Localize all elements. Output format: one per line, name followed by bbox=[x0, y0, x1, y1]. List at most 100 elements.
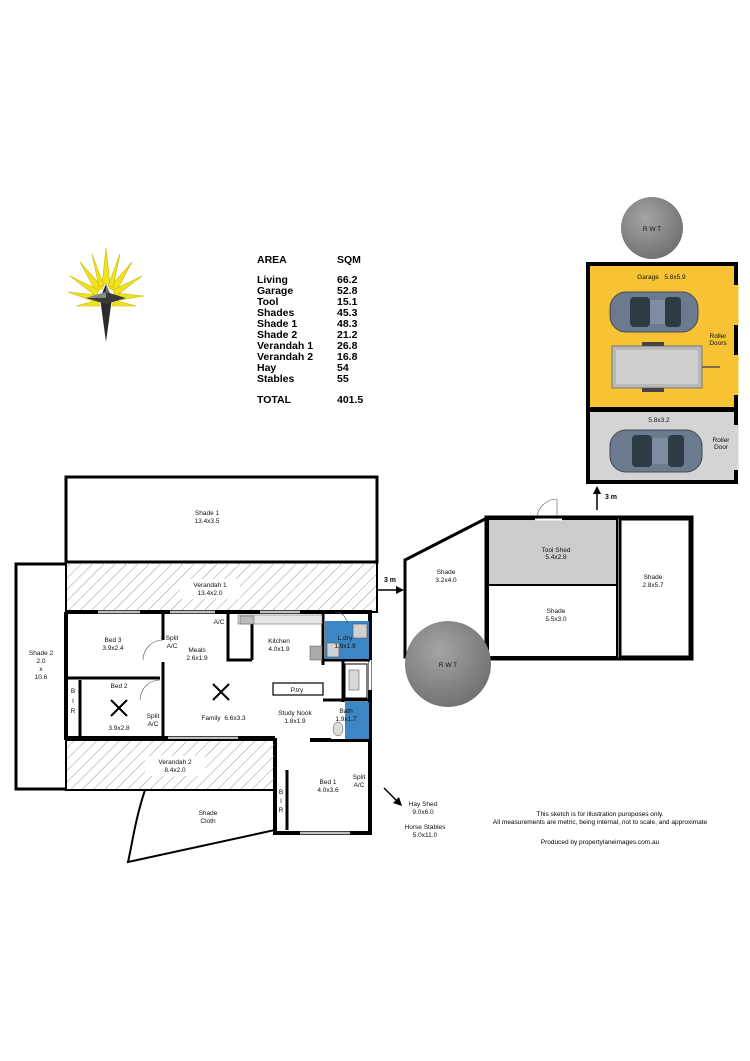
shade-cloth-l2: Cloth bbox=[200, 818, 216, 825]
shade-1-dims: 13.4x3.5 bbox=[195, 518, 220, 525]
meals-dims: 2.6x1.9 bbox=[186, 655, 208, 662]
car-icon bbox=[609, 291, 699, 333]
bed-1-dims: 4.0x3.6 bbox=[317, 787, 339, 794]
area-row-name: Tool bbox=[257, 296, 279, 308]
arrow-down-right-icon bbox=[383, 787, 402, 806]
sqm-header: SQM bbox=[337, 254, 361, 266]
area-row: Tool 15.1 bbox=[257, 297, 377, 308]
gap-3m-garage: 3 m bbox=[605, 494, 617, 501]
bed-3-split-ac-2: A/C bbox=[167, 643, 178, 650]
bed-1-split-ac-2: A/C bbox=[354, 782, 365, 789]
carport-dims: 5.8x3.2 bbox=[648, 417, 670, 424]
carport-door-l1: Roller bbox=[713, 437, 731, 444]
area-row-value: 15.1 bbox=[337, 296, 358, 308]
shade-2-l3: 10.6 bbox=[35, 674, 48, 681]
shade-b-label: Shade bbox=[547, 608, 566, 615]
bed-2-split-ac-1: Split bbox=[147, 713, 160, 720]
study-label: Study Nook bbox=[278, 710, 312, 717]
bath-room bbox=[345, 702, 369, 739]
area-row-name: Shade 1 bbox=[257, 318, 298, 330]
shade-2-l2: x bbox=[39, 666, 43, 673]
compass-icon bbox=[67, 247, 145, 342]
water-tank-mid bbox=[405, 621, 491, 707]
disclaimer: This sketch is for illustration puropose… bbox=[470, 811, 730, 847]
bed-1-label: Bed 1 bbox=[320, 779, 337, 786]
shade-cloth-l1: Shade bbox=[199, 810, 218, 817]
area-row-value: 54 bbox=[337, 362, 349, 374]
ceiling-fan-icon bbox=[212, 683, 230, 701]
bath-dims: 1.9x1.7 bbox=[335, 716, 357, 723]
bed-3-split-ac-1: Split bbox=[166, 635, 179, 642]
disclaimer-line-2: All measurements are metric, being inter… bbox=[492, 819, 708, 826]
verandah-2-dims: 8.4x2.0 bbox=[164, 767, 186, 774]
pantry bbox=[272, 682, 324, 696]
bed-2-label: Bed 2 bbox=[111, 683, 128, 690]
bed-2-dims: 3.9x2.8 bbox=[108, 725, 130, 732]
gap-3m-left: 3 m bbox=[384, 577, 396, 584]
rwt-top-label: R W T bbox=[643, 226, 661, 233]
shade-1-room bbox=[64, 475, 379, 564]
ac-label: A/C bbox=[214, 619, 225, 626]
area-row-value: 26.8 bbox=[337, 340, 358, 352]
shade-2-label: Shade 2 bbox=[29, 650, 54, 657]
ceiling-fan-icon bbox=[110, 699, 128, 717]
area-row-value: 52.8 bbox=[337, 285, 358, 297]
area-row-name: Living bbox=[257, 274, 288, 286]
bed-2-bir-2: I bbox=[72, 698, 74, 705]
total-label: TOTAL bbox=[257, 394, 292, 406]
area-row-name: Stables bbox=[257, 373, 295, 385]
shade-c-room bbox=[618, 517, 692, 659]
hay-shed-label: Hay Shed bbox=[409, 801, 438, 808]
shade-2-room bbox=[14, 562, 66, 791]
garage-door-l1: Roller bbox=[710, 333, 728, 340]
shade-a-dims: 3.2x4.0 bbox=[435, 577, 457, 584]
area-row-value: 55 bbox=[337, 373, 349, 385]
water-tank-top bbox=[621, 197, 683, 259]
total-value: 401.5 bbox=[337, 394, 364, 406]
bed-2-bir-1: B bbox=[71, 688, 75, 695]
area-row-value: 45.3 bbox=[337, 307, 358, 319]
shade-c-label: Shade bbox=[644, 574, 663, 581]
credit-line: Produced by propertylaneimages.com.au bbox=[540, 839, 660, 846]
shade-1-label: Shade 1 bbox=[195, 510, 220, 517]
shade-c-dims: 2.8x5.7 bbox=[642, 582, 664, 589]
shade-b-room bbox=[487, 584, 618, 658]
bed-1-bir-2: I bbox=[280, 798, 282, 805]
verandah-1-dims: 13.4x2.0 bbox=[198, 590, 223, 597]
area-row-value: 16.8 bbox=[337, 351, 358, 363]
area-total-row: TOTAL 401.5 bbox=[257, 395, 377, 406]
shade-a-label: Shade bbox=[437, 569, 456, 576]
carport-door-l2: Door bbox=[714, 444, 729, 451]
area-row: Hay 54 bbox=[257, 363, 377, 374]
tool-shed-label: Tool Shed bbox=[542, 547, 571, 554]
meals-label: Meals bbox=[188, 647, 206, 654]
area-row: Shade 1 48.3 bbox=[257, 319, 377, 330]
family-label: Family bbox=[201, 715, 221, 722]
bath-label: Bath bbox=[339, 708, 353, 715]
kitchen-dims: 4.0x1.9 bbox=[268, 646, 290, 653]
bed-1-bir-1: B bbox=[279, 789, 283, 796]
stables-dims: 5.0x11.0 bbox=[413, 832, 438, 839]
garage-door-l2: Doors bbox=[709, 340, 727, 347]
area-row-name: Hay bbox=[257, 362, 277, 374]
trailer-icon bbox=[611, 342, 720, 392]
pantry-label: P.try bbox=[291, 687, 304, 694]
verandah-2-label: Verandah 2 bbox=[158, 759, 192, 766]
laundry-dims: 1.9x1.9 bbox=[334, 643, 356, 650]
area-row-value: 66.2 bbox=[337, 274, 358, 286]
area-row-value: 21.2 bbox=[337, 329, 358, 341]
bed-3-dims: 3.9x2.4 bbox=[102, 645, 124, 652]
shade-2-l1: 2.0 bbox=[36, 658, 45, 665]
shade-cloth bbox=[126, 789, 276, 864]
garage-label: Garage bbox=[637, 274, 659, 281]
bed-3-label: Bed 3 bbox=[105, 637, 122, 644]
rwt-mid-label: R W T bbox=[439, 662, 457, 669]
area-row-value: 48.3 bbox=[337, 318, 358, 330]
verandah-1-label: Verandah 1 bbox=[193, 582, 227, 589]
